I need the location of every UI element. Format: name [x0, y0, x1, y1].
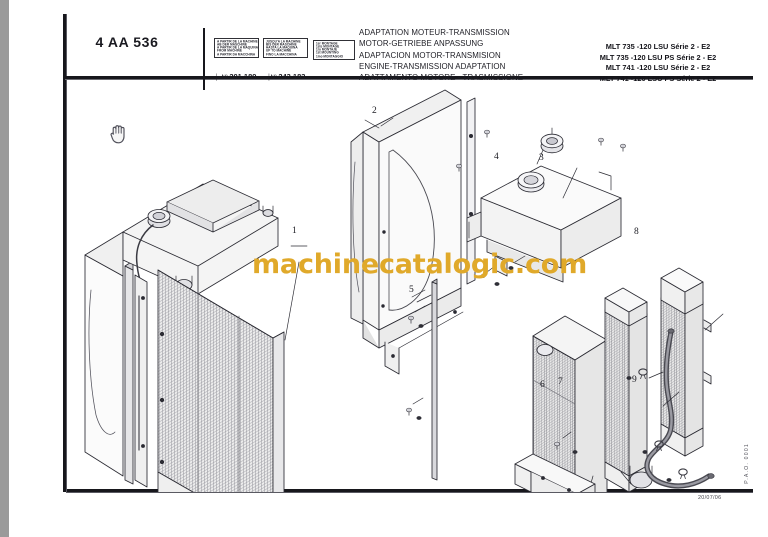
callout-8: 8 — [634, 227, 639, 237]
mounting-de: 1ste MONTAGE — [316, 43, 340, 49]
from-machine-en: FROM MACHINE — [217, 48, 243, 53]
upto-machine-it: FINO LA MACCHINA — [266, 51, 297, 57]
loose-hardware — [405, 163, 463, 421]
title-block-separator-shadow — [65, 79, 753, 80]
upto-machine-fr: JUSQU'A LA MACHINE — [266, 38, 301, 44]
grab-hand-cursor — [110, 125, 125, 144]
callout-9: 9 — [632, 375, 637, 385]
from-machine-de: AB DER MASCHINE — [217, 41, 247, 47]
serial-upto-arrow-icon: ─┤N° — [263, 75, 277, 81]
exploded-parts-drawing — [84, 89, 724, 492]
model-4: MLT 741 -120 LSU PS Série 2 - E2 — [599, 73, 717, 83]
title-de: MOTOR-GETRIEBE ANPASSUNG — [359, 39, 484, 49]
drawing-title-multilingual: ADAPTATION MOTEUR-TRANSMISSION MOTOR-GET… — [359, 27, 567, 83]
title-es: ADAPTACION MOTOR-TRANSMISION — [359, 50, 501, 60]
title-en: ENGINE-TRANSMISSION ADAPTATION — [359, 61, 506, 71]
callout-1: 1 — [292, 226, 297, 236]
support-rod-item5 — [411, 278, 438, 481]
upto-machine-es: HASTA LA MAQUINA — [266, 45, 298, 50]
serial-upto-value: 243 183 — [278, 72, 306, 81]
from-machine-es: A PARTIR DE LA MAQUINA — [217, 45, 259, 50]
model-applicability-list: MLT 735 -120 LSU Série 2 - E2 MLT 735 -1… — [563, 42, 753, 84]
callout-2: 2 — [372, 106, 377, 116]
callout-7: 7 — [558, 377, 563, 387]
from-machine-it: A PARTIR DA MACCHINA — [217, 51, 256, 57]
model-2: MLT 735 -120 LSU PS Série 2 - E2 — [599, 52, 717, 62]
model-1: MLT 735 -120 LSU Série 2 - E2 — [605, 42, 711, 51]
filler-cap-item4 — [540, 127, 564, 154]
upto-machine-box: JUSQU'A LA MACHINE BIS DER MASCHINE HAST… — [263, 38, 308, 58]
from-machine-box: A PARTIR DE LA MACHINE AB DER MASCHINE A… — [214, 38, 259, 58]
coolant-hose-item9 — [626, 328, 715, 489]
serial-from-arrow-icon: ├─N° — [214, 75, 228, 81]
title-block: 4 AA 536 A PARTIR DE LA MACHINE AB DER M… — [63, 14, 753, 90]
fan-shroud-item2 — [350, 89, 491, 375]
site-watermark: machinecatalogic.com — [252, 249, 588, 280]
callout-6: 6 — [540, 380, 545, 390]
oil-cooler-core-item8 — [660, 267, 724, 457]
viewer-left-gutter — [0, 0, 9, 537]
catalog-page-sheet: 4 AA 536 A PARTIR DE LA MACHINE AB DER M… — [9, 0, 768, 537]
upto-machine-de: BIS DER MASCHINE — [266, 41, 297, 47]
serial-upto-line: ─┤N° 243 183 — [263, 72, 305, 81]
expansion-tank-item3 — [466, 127, 627, 287]
title-block-divider — [203, 28, 205, 90]
callout-5: 5 — [409, 285, 414, 295]
title-fr: ADAPTATION MOTEUR-TRANSMISSION — [359, 28, 510, 37]
mounting-en: 1st MOUNTING — [316, 50, 339, 55]
mounting-bracket-item6 — [514, 431, 596, 492]
cooler-core-a — [532, 315, 608, 492]
upto-machine-en: UP TO MACHINE — [266, 48, 292, 53]
callout-3: 3 — [539, 153, 544, 163]
model-3: MLT 741 -120 LSU Série 2 - E2 — [605, 63, 711, 73]
revision-date: 20/07/06 — [698, 495, 722, 501]
first-mounting-box: 1er MONTAGE 1ste MONTAGE 1ro MONTAJE 1st… — [313, 40, 355, 60]
plate-code: 4 AA 536 — [95, 34, 159, 50]
serial-from-value: 201 189 — [229, 72, 257, 81]
drawing-frame-border — [63, 14, 753, 492]
mounting-es: 1ro MONTAJE — [316, 47, 338, 52]
callout-4: 4 — [494, 152, 499, 162]
from-machine-fr: A PARTIR DE LA MACHINE — [217, 38, 258, 44]
title-block-separator — [63, 76, 753, 79]
mounting-it: 1mo MONTAGGIO — [316, 53, 344, 59]
serial-from-line: ├─N° 201 189 — [214, 72, 256, 81]
mounting-fr: 1er MONTAGE — [316, 40, 338, 46]
title-it: ADATTAMENTO MOTORE - TRASMISSIONE — [359, 73, 524, 83]
radiator-assembly-item1 — [84, 179, 308, 492]
